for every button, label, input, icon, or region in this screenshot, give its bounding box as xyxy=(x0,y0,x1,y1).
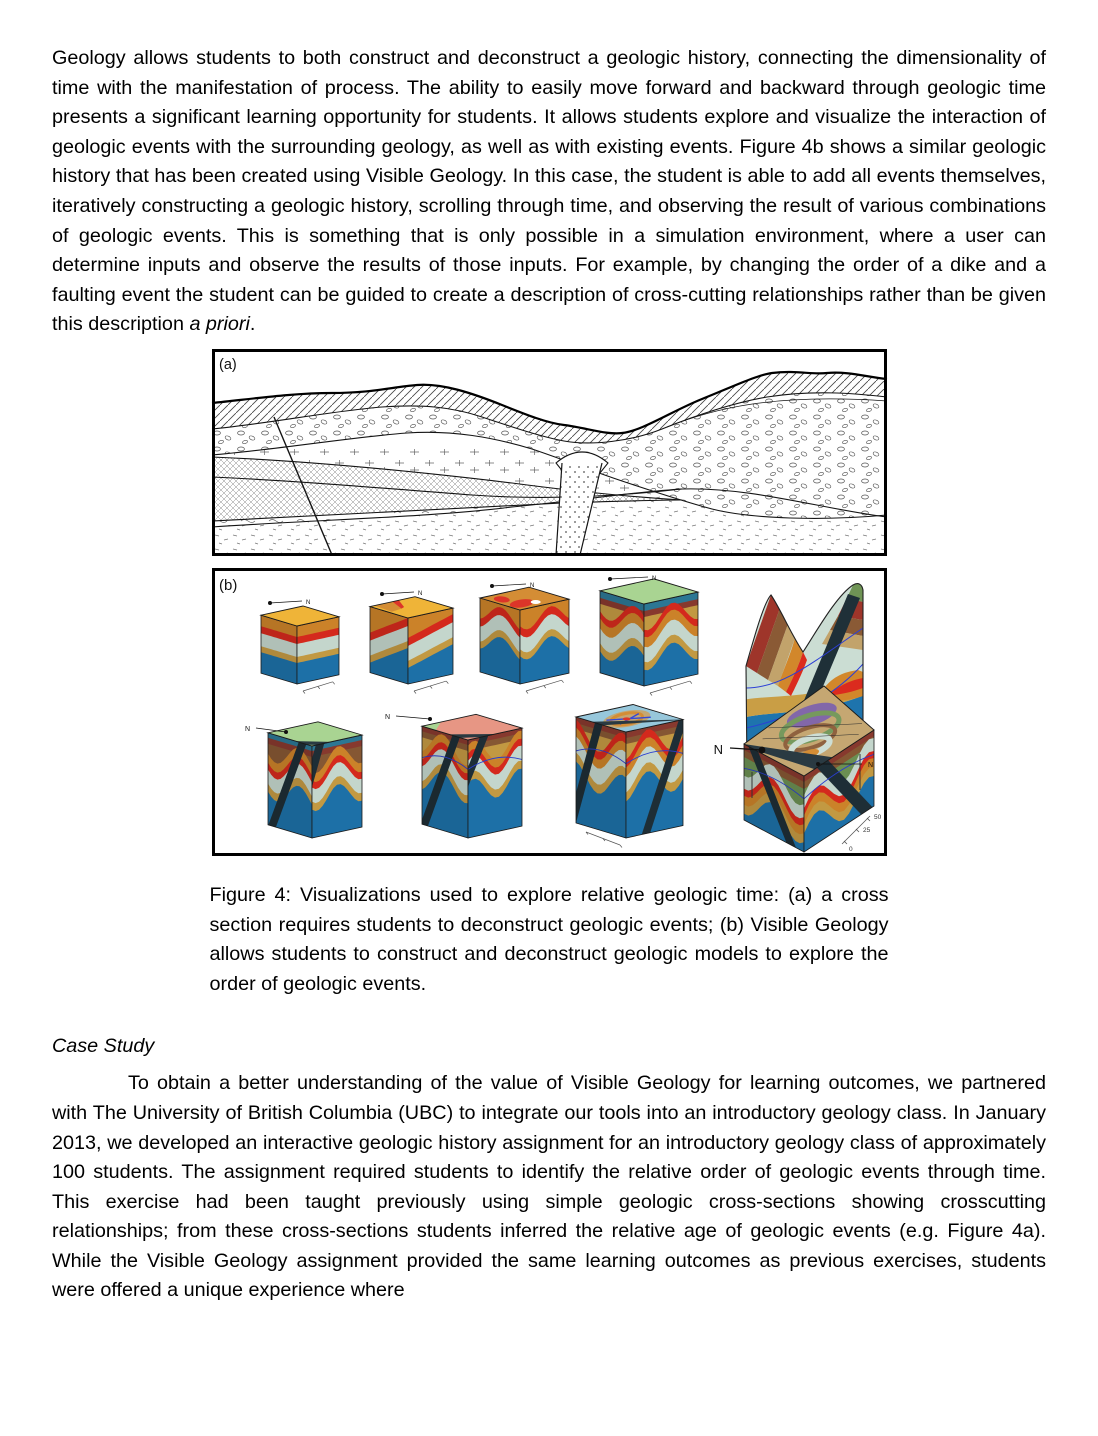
figure-caption: Figure 4: Visualizations used to explore… xyxy=(209,883,889,995)
latin-phrase: a priori xyxy=(189,313,250,336)
north-arrow: N xyxy=(244,726,288,734)
paragraph-intro-text: Geology allows students to both construc… xyxy=(52,47,1046,336)
fault-line xyxy=(272,416,333,556)
geo-block-2-tilted-layers xyxy=(367,596,455,694)
bed-boundaries xyxy=(211,392,887,528)
sky xyxy=(211,348,887,434)
svg-text:N: N xyxy=(306,600,310,606)
panel-a-label: (a) xyxy=(219,357,237,373)
paragraph-intro-period: . xyxy=(249,313,256,336)
north-arrow: N xyxy=(379,591,422,597)
north-arrow: N xyxy=(713,742,765,757)
svg-text:N: N xyxy=(868,762,873,769)
north-arrow: N xyxy=(384,714,432,721)
svg-text:N: N xyxy=(384,714,389,721)
panel-b-border xyxy=(211,567,887,856)
ground-surface-line xyxy=(211,370,887,435)
panel-a-border xyxy=(211,348,887,556)
svg-text:N: N xyxy=(530,583,534,589)
paragraph-case-study: To obtain a better understanding of the … xyxy=(52,1072,1046,1302)
geo-block-7-eroded-top xyxy=(573,703,685,848)
stratum-crosshatch-wedge xyxy=(211,456,682,521)
north-arrow: N xyxy=(489,583,534,589)
panel-b-label: (b) xyxy=(219,577,237,594)
figure-4: (a) xyxy=(210,347,889,999)
axis-label-0: 0 xyxy=(849,846,853,853)
elevation-axis: 50 25 0 xyxy=(841,814,882,853)
fence-support-poles xyxy=(751,753,860,798)
dike xyxy=(554,451,609,556)
svg-text:N: N xyxy=(418,591,422,597)
north-arrow: N xyxy=(815,761,873,769)
figure-4a-cross-section: (a) xyxy=(211,348,887,556)
geo-block-5-dike xyxy=(265,721,364,839)
axis-label-50: 50 xyxy=(874,814,882,821)
north-arrow: N xyxy=(267,600,310,606)
figure-4b-block-models: 50 25 0 N N N N N N N N (b) xyxy=(211,567,887,856)
geo-block-3-folded-layers xyxy=(477,586,571,694)
north-arrow: N xyxy=(607,576,656,582)
stratum-conglomerate xyxy=(211,392,887,519)
svg-text:N: N xyxy=(244,726,249,733)
axis-label-25: 25 xyxy=(863,827,871,834)
case-study-heading: Case Study xyxy=(52,1035,155,1058)
svg-text:N: N xyxy=(713,742,722,757)
paragraph-intro: Geology allows students to both construc… xyxy=(52,44,1046,340)
svg-text:N: N xyxy=(652,576,656,582)
geo-block-6-dike-fault xyxy=(419,713,524,839)
